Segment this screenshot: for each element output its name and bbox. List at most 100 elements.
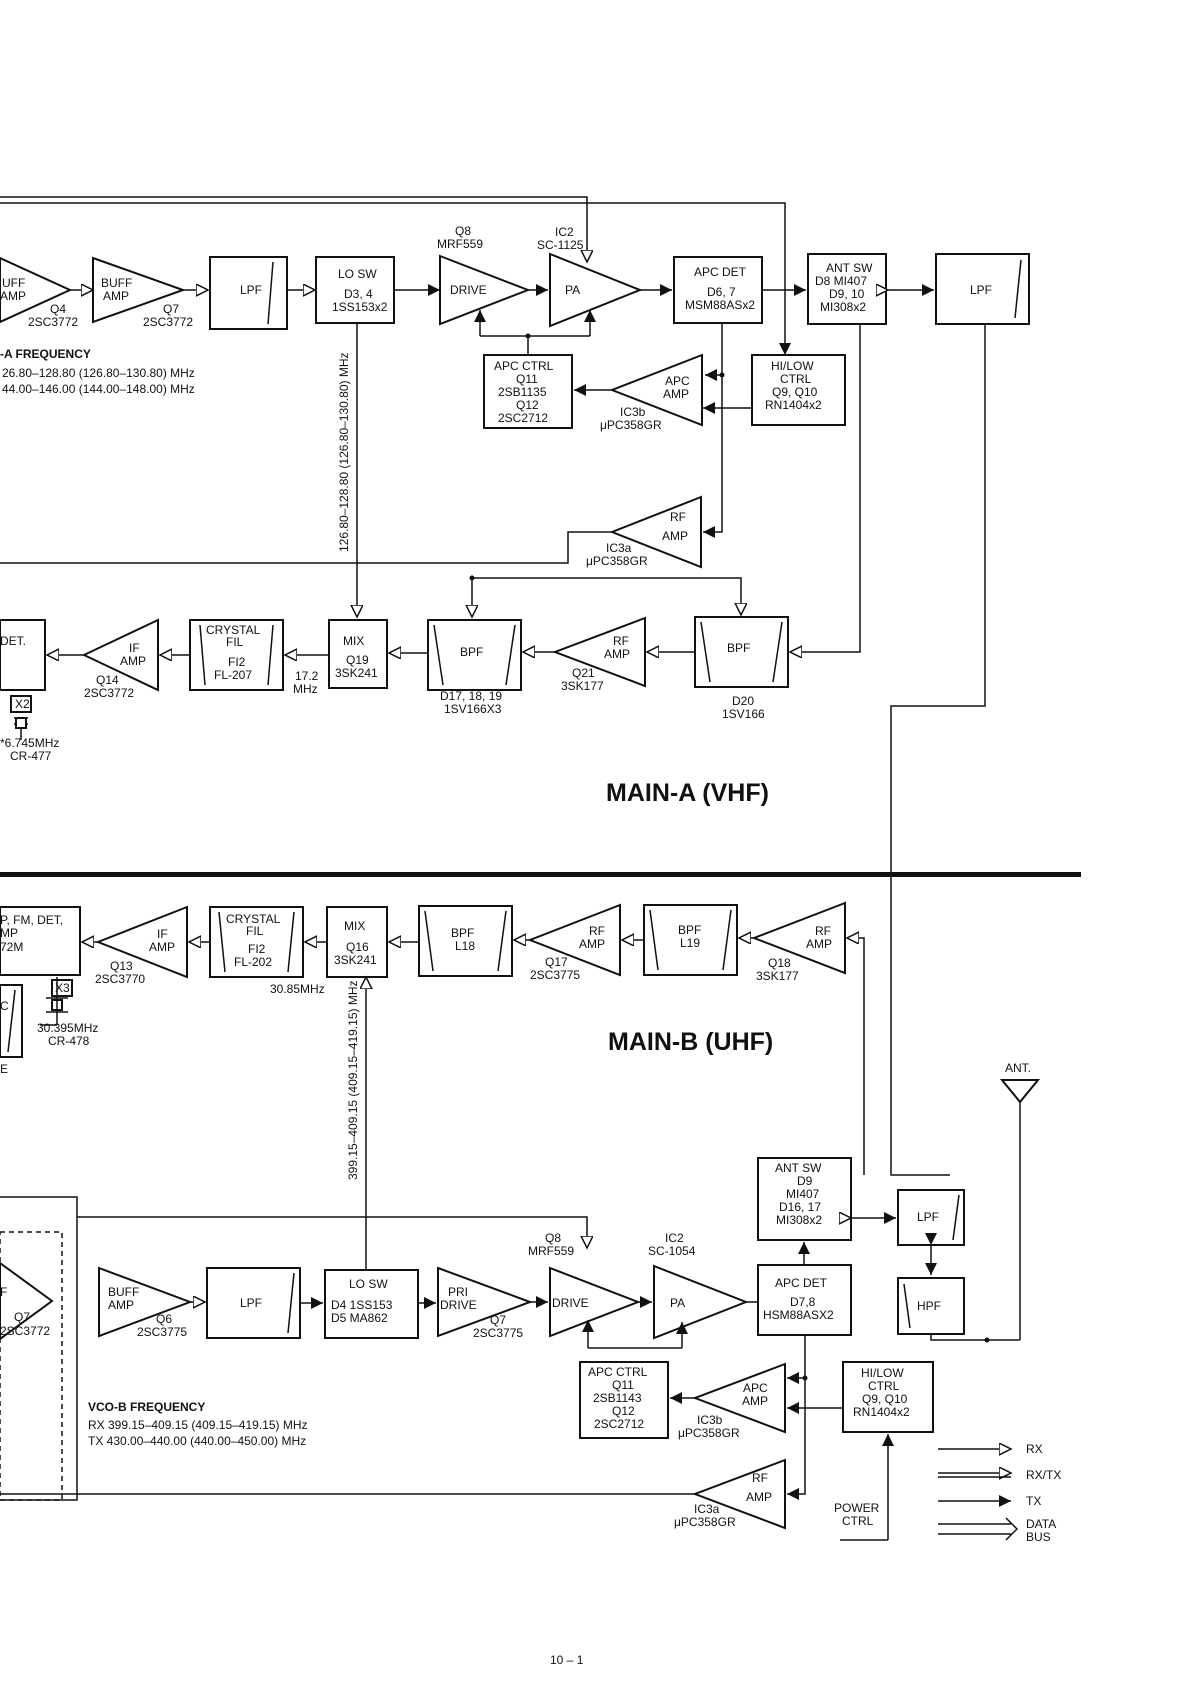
vco-b-tx: TX 430.00–440.00 (440.00–450.00) MHz: [88, 1434, 306, 1448]
q6-part: 2SC3775: [137, 1325, 187, 1339]
buff-b-label2: AMP: [108, 1298, 134, 1312]
pri-drive-label2: DRIVE: [440, 1298, 477, 1312]
q7a-label: Q7: [14, 1310, 30, 1324]
q14-label: Q14: [96, 673, 119, 687]
mix-a-label1: MIX: [343, 634, 364, 648]
mix-b-label3: 3SK241: [334, 953, 377, 967]
if-freq-b: 30.85MHz: [270, 982, 325, 996]
d17-label: D17, 18, 19: [440, 689, 502, 703]
ic2-b-label: IC2: [665, 1231, 684, 1245]
mix-b: [326, 906, 388, 978]
drive-a-label: DRIVE: [450, 283, 487, 297]
q7a-part: 2SC3772: [0, 1324, 50, 1338]
apc-ctrl-a-label2: Q11: [516, 372, 538, 386]
if-amp-a-label1: IF: [129, 641, 140, 655]
drive-b-label: DRIVE: [552, 1296, 589, 1310]
lo-freq-a: 126.80–128.80 (126.80–130.80) MHz: [337, 353, 351, 552]
buff-a1-label1: UFF: [2, 276, 25, 290]
pa-a-label: PA: [565, 283, 580, 297]
apc-det-a-label2: D6, 7: [707, 285, 736, 299]
q8-a-part: MRF559: [437, 237, 483, 251]
q7-b-part: 2SC3775: [473, 1326, 523, 1340]
pri-drive-label1: PRI: [448, 1285, 468, 1299]
q18-part: 3SK177: [756, 969, 799, 983]
apc-amp-a-label2: AMP: [663, 387, 689, 401]
apc-amp-b-label1: APC: [743, 1381, 768, 1395]
main-b-section: 399.15–409.15 (409.15–419.15) MHz: [0, 901, 1041, 1541]
fm-det-b-label1: P, FM, DET,: [0, 913, 63, 927]
section-divider: [0, 872, 1081, 877]
ant-sw-a-label2: D8 MI407: [815, 274, 867, 288]
if-amp-a-label2: AMP: [120, 654, 146, 668]
ant-sw-a-label3: D9, 10: [829, 287, 865, 301]
rf-amp-b1-label1: RF: [589, 924, 605, 938]
lpf-b2-label: LPF: [917, 1210, 939, 1224]
buff-a2-label2: AMP: [103, 289, 129, 303]
rf-amp-a-label1: RF: [670, 510, 686, 524]
mix-b-label2: Q16: [346, 940, 369, 954]
ic3a-a-label: IC3a: [606, 541, 632, 555]
apc-det-a-label1: APC DET: [694, 265, 747, 279]
q18-label: Q18: [768, 956, 791, 970]
crystal-b-label2: FIL: [246, 924, 264, 938]
crystal-fil-a: [189, 619, 284, 691]
apc-ctrl-b-label1: APC CTRL: [588, 1365, 648, 1379]
mix-a: [328, 619, 388, 689]
apc-ctrl-a-label4: Q12: [516, 398, 539, 412]
legend-data: DATA: [1026, 1517, 1056, 1531]
ic3a-a-part: μPC358GR: [586, 554, 648, 568]
lo-sw-b-label1: LO SW: [349, 1277, 388, 1291]
q21-label: Q21: [572, 666, 595, 680]
bpf-b1: [418, 905, 513, 977]
lo-freq-b: 399.15–409.15 (409.15–419.15) MHz: [346, 981, 360, 1180]
ant-sw-b-label3: MI407: [786, 1187, 820, 1201]
xtal-b-freq: 30.395MHz: [37, 1021, 98, 1035]
apc-ctrl-b-label2: Q11: [612, 1378, 634, 1392]
buff-b0-label: F: [0, 1285, 7, 1299]
q4-label: Q4: [50, 302, 66, 316]
ant-sw-b-label2: D9: [797, 1174, 813, 1188]
hi-low-b-label4: RN1404x2: [853, 1405, 910, 1419]
hi-low-b-label2: CTRL: [868, 1379, 900, 1393]
crystal-a-label1: CRYSTAL: [206, 623, 261, 637]
xtal-a-part: CR-477: [10, 749, 52, 763]
hi-low-ctrl-b: [842, 1361, 934, 1433]
rf-amp-a2: [552, 616, 646, 688]
hi-low-ctrl-a: [751, 354, 846, 426]
q7-b-label: Q7: [490, 1313, 506, 1327]
ant-sw-b-label1: ANT SW: [775, 1161, 822, 1175]
rf-amp-ic3a-a: [609, 495, 702, 569]
apc-ctrl-b-label4: Q12: [612, 1404, 635, 1418]
q13-label: Q13: [110, 959, 133, 973]
q4-part: 2SC3772: [28, 315, 78, 329]
lo-sw-b-label2: D4 1SS153: [331, 1298, 393, 1312]
rf-amp-b2-label1: RF: [815, 924, 831, 938]
lpf-a2-label: LPF: [970, 283, 992, 297]
legend-tx: TX: [1026, 1494, 1041, 1508]
apc-det-b-label1: APC DET: [775, 1276, 828, 1290]
apc-ctrl-b-label3: 2SB1143: [593, 1391, 642, 1405]
crystal-x3: [40, 977, 73, 1026]
apc-det-b-label3: HSM88ASX2: [763, 1308, 834, 1322]
vco-a-rx: 26.80–128.80 (126.80–130.80) MHz: [2, 366, 195, 380]
apc-ctrl-a: [483, 354, 573, 429]
lpf-b2: [897, 1189, 965, 1246]
d20-label: D20: [732, 694, 754, 708]
d20-part: 1SV166: [722, 707, 765, 721]
xtal-a-freq: *6.745MHz: [0, 736, 59, 750]
buff-amp-a2: [92, 256, 186, 324]
lo-sw-b: [324, 1269, 419, 1339]
power-ctrl-label2: CTRL: [842, 1514, 874, 1528]
apc-amp-a: [609, 353, 703, 427]
ant-sw-b: [757, 1157, 852, 1241]
q8-b-label: Q8: [545, 1231, 561, 1245]
bpf-a2-label: BPF: [727, 641, 750, 655]
legend-bus: BUS: [1026, 1530, 1051, 1544]
crystal-a-label4: FL-207: [214, 668, 252, 682]
power-ctrl-label1: POWER: [834, 1501, 880, 1515]
fm-det-b-label2: MP: [0, 926, 18, 940]
main-b-title: MAIN-B (UHF): [608, 1028, 773, 1056]
ant-sw-b-label4: D16, 17: [779, 1200, 821, 1214]
c-label: C: [0, 999, 9, 1013]
